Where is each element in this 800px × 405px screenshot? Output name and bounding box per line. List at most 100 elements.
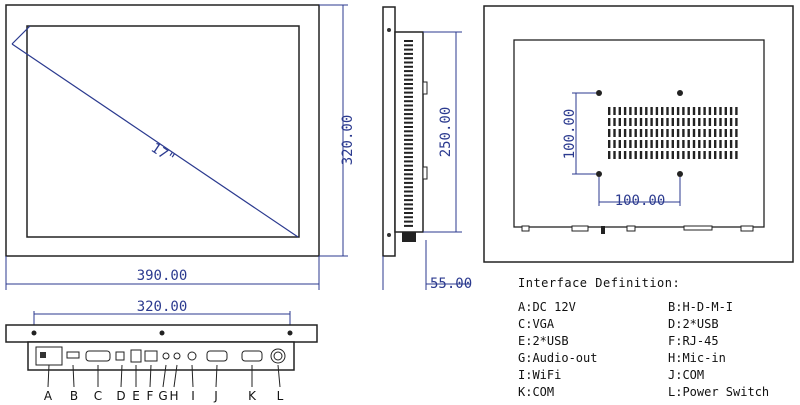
vent-slot xyxy=(708,118,712,126)
vent-slot xyxy=(623,140,627,148)
vent-slot xyxy=(655,151,659,159)
bottom-width-dim: 320.00 xyxy=(137,299,188,315)
port-leader-line xyxy=(173,364,178,388)
back-foot-left xyxy=(521,225,530,232)
front-height-dim: 320.00 xyxy=(340,115,356,166)
vent-slot xyxy=(645,140,648,148)
vent-slot xyxy=(618,151,621,159)
vent-slot xyxy=(698,107,701,115)
vent-slot xyxy=(719,129,722,137)
vent-slot xyxy=(404,203,413,206)
vent-slot xyxy=(404,108,413,111)
back-view: 100.00 100.00 xyxy=(483,5,794,263)
vent-slot xyxy=(735,129,738,137)
back-port-d xyxy=(683,225,713,231)
legend-item: J:COM xyxy=(668,368,705,382)
vent-slot xyxy=(634,107,637,115)
vent-slot xyxy=(623,118,627,126)
vent-slot xyxy=(655,118,659,126)
vent-slot xyxy=(404,87,413,90)
vent-slot xyxy=(623,129,627,137)
legend-item: E:2*USB xyxy=(518,334,569,348)
vent-slot xyxy=(650,140,653,148)
vent-slot xyxy=(404,160,413,163)
vent-slot xyxy=(404,147,413,150)
vent-slot xyxy=(404,151,413,154)
port-j-com xyxy=(206,350,228,362)
vent-slot xyxy=(692,129,696,137)
vesa-hole-tr xyxy=(677,90,683,96)
port-letter-label: C xyxy=(94,389,102,403)
vent-slot xyxy=(404,57,413,60)
vent-slot xyxy=(634,151,637,159)
vent-slot xyxy=(692,107,696,115)
vent-slot xyxy=(692,118,696,126)
vent-slot xyxy=(404,212,413,214)
side-connector xyxy=(402,232,416,242)
side-screw-top xyxy=(387,28,391,32)
vent-slot xyxy=(729,129,733,137)
vent-slot xyxy=(404,61,413,64)
vent-slot xyxy=(404,48,413,51)
vent-slot xyxy=(404,169,413,171)
vent-slot xyxy=(719,151,722,159)
vent-slot xyxy=(650,107,653,115)
vent-slot xyxy=(404,78,413,81)
vent-slot xyxy=(666,129,669,137)
port-a-dc xyxy=(35,346,63,366)
vent-slot xyxy=(634,118,637,126)
vent-slot xyxy=(676,140,680,148)
side-bezel xyxy=(382,6,396,257)
vent-slot xyxy=(682,107,685,115)
vent-slot xyxy=(618,140,621,148)
vent-slot xyxy=(729,118,733,126)
vent-slot xyxy=(714,129,717,137)
vesa-v-dim: 100.00 xyxy=(562,109,578,160)
vent-slot xyxy=(404,207,413,210)
vent-slot xyxy=(645,118,648,126)
vent-slot xyxy=(645,107,648,115)
vent-slot xyxy=(613,140,616,148)
vent-slot xyxy=(404,104,413,107)
vent-slot xyxy=(608,118,611,126)
vent-slot xyxy=(671,140,674,148)
port-letter-label: H xyxy=(169,389,178,403)
port-k-com xyxy=(241,350,263,362)
port-leader-line xyxy=(191,364,194,388)
port-leader-line xyxy=(277,364,281,388)
vent-slot xyxy=(404,74,413,77)
port-e-usb xyxy=(130,349,142,363)
vent-slot xyxy=(629,107,632,115)
bottom-screw-right xyxy=(287,330,293,336)
vent-slot xyxy=(404,95,413,98)
vent-slot xyxy=(404,216,413,219)
side-screw-bottom xyxy=(387,233,391,237)
vent-slot xyxy=(682,129,685,137)
side-depth-dim: 55.00 xyxy=(430,276,472,292)
vent-slot xyxy=(735,107,738,115)
vent-slot xyxy=(404,117,413,120)
port-letter-label: I xyxy=(191,389,195,403)
front-view: 17" 320.00 390.00 xyxy=(5,4,356,290)
vent-slot xyxy=(729,151,733,159)
side-height-dim: 250.00 xyxy=(438,107,454,158)
vent-slot xyxy=(404,143,413,146)
vent-slot xyxy=(608,140,611,148)
vent-slot xyxy=(645,129,648,137)
vent-slot xyxy=(703,107,706,115)
port-g-audio xyxy=(162,352,170,360)
vent-slot xyxy=(687,140,690,148)
vent-slot xyxy=(404,173,413,176)
vent-slot xyxy=(639,107,643,115)
vent-slot xyxy=(629,129,632,137)
vent-slot xyxy=(404,194,413,197)
vent-slot xyxy=(404,65,413,68)
vent-slot xyxy=(703,118,706,126)
vent-slot xyxy=(650,118,653,126)
port-letter-label: E xyxy=(132,389,140,403)
port-leader-line xyxy=(162,364,167,388)
legend-item: A:DC 12V xyxy=(518,300,576,314)
legend-item: H:Mic-in xyxy=(668,351,726,365)
vent-slot xyxy=(629,140,632,148)
